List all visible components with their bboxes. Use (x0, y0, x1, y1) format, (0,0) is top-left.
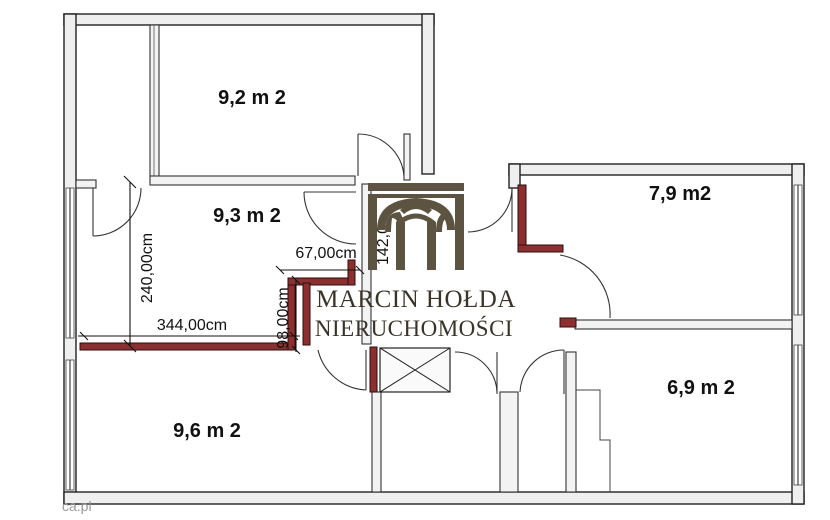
door-corridor-a (454, 351, 498, 393)
door-corridor-b (519, 349, 565, 393)
door-9-3-swing (303, 191, 357, 245)
dimension-labels: 240,00cm 344,00cm 67,00cm 98,00cm 142,0 (139, 225, 392, 349)
wall-top (63, 13, 435, 26)
wall-top-section-right (421, 13, 435, 175)
dim-nook-depth: 98,00cm (275, 287, 292, 348)
brand-name: MARCIN HOŁDA (316, 286, 516, 313)
red-wall-nook-right (347, 259, 356, 286)
door-7-9-swing (467, 187, 513, 233)
windows (65, 184, 803, 491)
room-area-middle-left: 9,3 m 2 (213, 205, 281, 227)
red-wall-nook-down (302, 282, 311, 346)
room-area-top-left: 9,2 m 2 (218, 87, 286, 109)
partition-corridor-right (565, 351, 577, 493)
partition-corridor-left (371, 391, 382, 493)
brand-subtitle: NIERUCHOMOŚCI (315, 315, 513, 341)
wall-right-top (508, 163, 805, 176)
room-area-top-right: 7,9 m2 (649, 183, 711, 205)
dim-horizontal-room-width: 344,00cm (157, 317, 227, 334)
stair-outline (576, 389, 611, 492)
logo-mark (368, 183, 464, 270)
dim-vertical-room-height: 240,00cm (139, 233, 156, 303)
wall-bottom (63, 491, 805, 505)
partition-closet-bottom (75, 179, 97, 189)
partition-9-2-bottom (149, 175, 356, 186)
dim-door-offset: 142,0 (375, 225, 392, 265)
door-9-2-swing (357, 133, 405, 177)
partition-closet (149, 24, 160, 181)
red-wall-right-vertical (517, 184, 527, 251)
red-wall-corridor (369, 346, 378, 393)
room-labels: 9,2 m 2 9,3 m 2 9,6 m 2 7,9 m2 6,9 m 2 (173, 87, 735, 442)
doors (92, 133, 611, 394)
partition-corridor-mid (499, 391, 519, 493)
dim-nook-width: 67,00cm (295, 245, 356, 262)
door-middle-swing (559, 254, 611, 319)
partition-right-middle (574, 319, 793, 330)
wall-right-stub (508, 163, 521, 189)
structural-walls (79, 184, 577, 393)
partitions (75, 24, 793, 493)
room-area-bottom-left: 9,6 m 2 (173, 420, 241, 442)
brand-logo: MARCIN HOŁDA NIERUCHOMOŚCI (315, 183, 516, 341)
room-area-bottom-right: 6,9 m 2 (667, 377, 735, 399)
red-wall-right-small (559, 317, 577, 328)
dimension-lines (78, 175, 365, 355)
door-9-6-swing (317, 349, 367, 391)
red-wall-horizontal (79, 342, 296, 351)
watermark-text: ca.pl (62, 498, 92, 514)
door-closet-swing (92, 187, 142, 237)
red-wall-right-horizontal (517, 244, 564, 253)
